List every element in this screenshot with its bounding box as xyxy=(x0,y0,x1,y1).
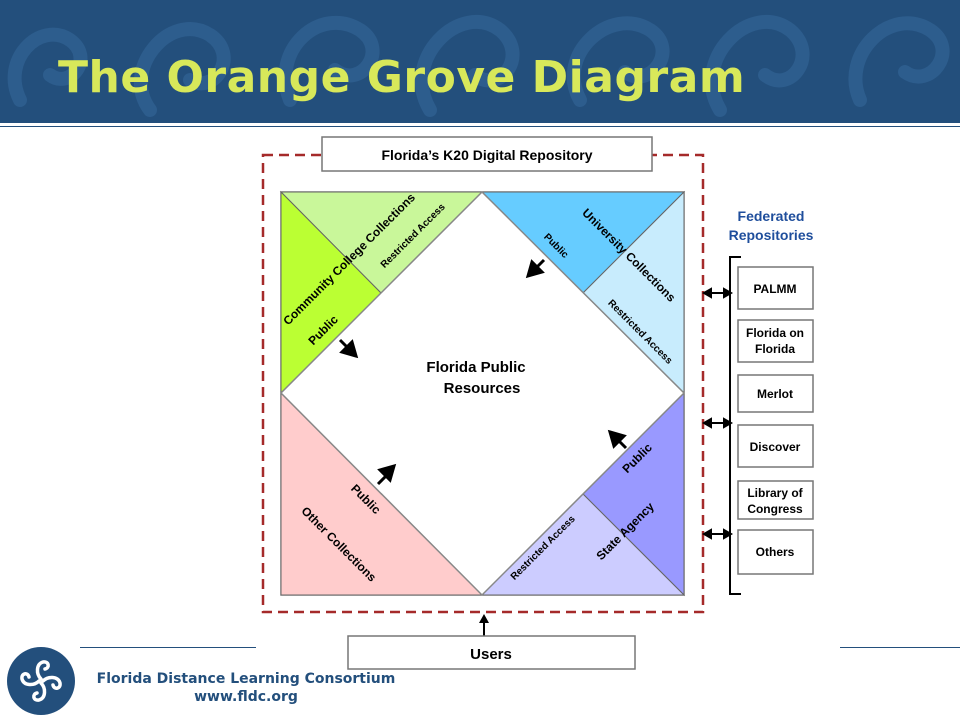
header-banner: The Orange Grove Diagram xyxy=(0,0,960,120)
federated-item-line1: Others xyxy=(756,545,795,559)
public-resources-diamond xyxy=(279,190,686,597)
arrow-head-icon xyxy=(607,429,627,449)
footer-url: www.fldc.org xyxy=(194,689,298,705)
federated-item-line2: Florida xyxy=(755,342,795,356)
federated-item-line1: Florida on xyxy=(746,326,804,340)
slide-title: The Orange Grove Diagram xyxy=(58,52,746,103)
federated-item: Florida on Florida xyxy=(737,319,814,363)
users-arrow-head-icon xyxy=(479,614,489,623)
users-label: Users xyxy=(470,646,512,663)
federated-item-line1: Merlot xyxy=(757,387,793,401)
arrow-head-icon xyxy=(339,339,359,359)
federated-item: Merlot xyxy=(737,374,814,413)
federated-item: Library of Congress xyxy=(737,480,814,520)
center-label-line1: Florida Public xyxy=(426,359,525,376)
swirl-pattern-background xyxy=(7,15,950,117)
center-label-line2: Resources xyxy=(444,380,521,397)
federated-item: PALMM xyxy=(737,266,814,310)
header-rule xyxy=(0,120,960,123)
repository-label: Florida’s K20 Digital Repository xyxy=(381,147,592,163)
arrow-head-icon xyxy=(377,463,397,483)
federated-item-line1: Discover xyxy=(750,440,801,454)
federated-heading-line2: Repositories xyxy=(729,227,814,243)
federated-item-line2: Congress xyxy=(747,502,803,516)
federated-heading-line1: Federated xyxy=(738,208,805,224)
federated-item: Discover xyxy=(737,424,814,468)
federated-item-line1: Library of xyxy=(747,486,803,500)
arrow-head-icon xyxy=(525,259,545,279)
repository-label-box xyxy=(321,136,653,172)
footer-rule-left xyxy=(80,647,256,648)
federated-bracket xyxy=(729,256,741,595)
fldc-logo-icon xyxy=(7,647,75,715)
federated-item-line1: PALMM xyxy=(753,282,796,296)
federated-connector-arrows xyxy=(701,287,734,540)
inward-arrows xyxy=(338,258,628,486)
users-box xyxy=(347,635,636,670)
footer-organization: Florida Distance Learning Consortium xyxy=(96,671,396,687)
header-rule-thin xyxy=(0,126,960,127)
footer-rule-right xyxy=(840,647,960,648)
federated-item: Others xyxy=(737,529,814,575)
